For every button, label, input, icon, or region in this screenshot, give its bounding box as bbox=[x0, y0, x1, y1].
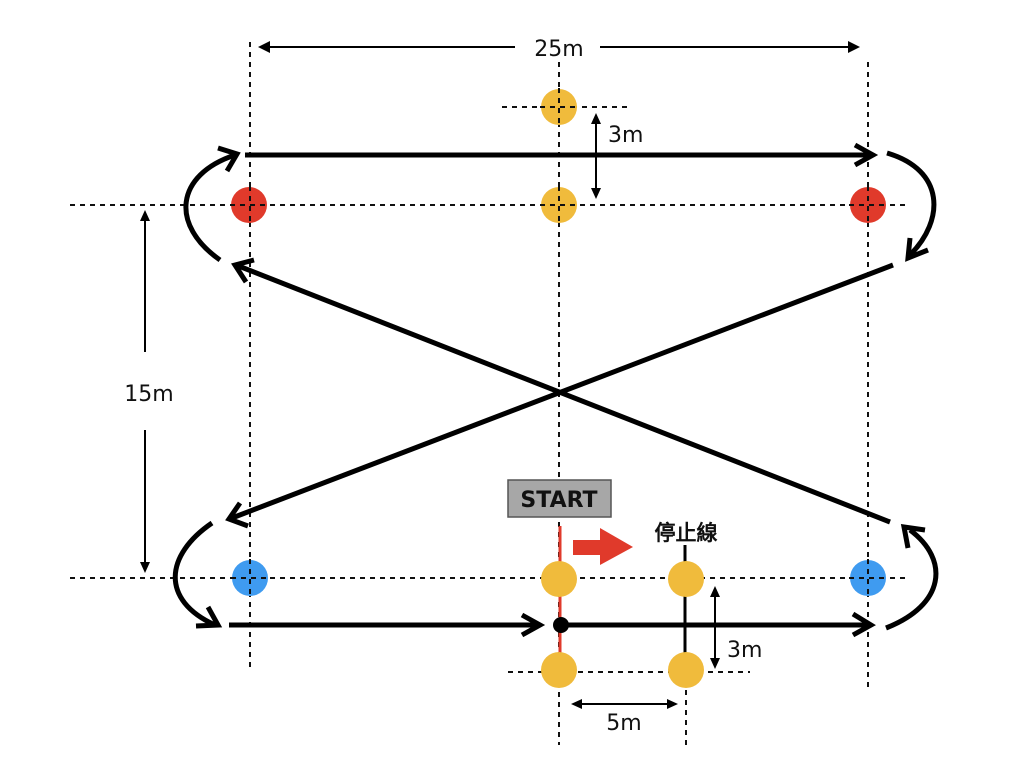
red-cone-top-left bbox=[231, 187, 267, 223]
path-bottom-left-curve bbox=[172, 520, 217, 628]
path-bottom-left-segment-arrow-icon bbox=[520, 612, 546, 638]
direction-arrow-shaft bbox=[573, 540, 603, 555]
dimension-bottom-3m-label: 3m bbox=[727, 638, 762, 663]
start-label-box: START bbox=[507, 479, 612, 518]
yellow-cone-stop-lower bbox=[668, 652, 704, 688]
dimension-25m-label: 25m bbox=[534, 37, 583, 62]
path-top-left-turn bbox=[183, 145, 241, 263]
path-bottom-right-curve bbox=[885, 528, 939, 631]
yellow-cone-start-lower bbox=[541, 652, 577, 688]
yellow-cone-top-outer bbox=[541, 89, 577, 125]
yellow-cone-start-upper bbox=[541, 561, 577, 597]
dimension-5m-right-arrow-icon bbox=[667, 699, 678, 709]
dimension-25m-right-arrow-icon bbox=[848, 41, 860, 53]
path-bottom-right-segment-arrow-icon bbox=[851, 611, 876, 638]
dimension-top-3m-down-arrow-icon bbox=[591, 188, 601, 199]
dimension-15m-up-arrow-icon bbox=[140, 210, 150, 221]
path-diagonal-arrow-2-icon bbox=[231, 257, 255, 284]
path-top-left-arrow-icon bbox=[217, 145, 241, 173]
path-diagonal-line-2 bbox=[235, 262, 891, 525]
red-cone-top-right bbox=[850, 187, 886, 223]
dimension-15m: 15m bbox=[124, 210, 174, 573]
dimension-15m-down-arrow-icon bbox=[140, 562, 150, 573]
path-top-straight bbox=[245, 142, 879, 168]
blue-cone-bottom-left bbox=[232, 560, 268, 596]
path-bottom-left-turn bbox=[172, 520, 223, 629]
dimension-15m-label: 15m bbox=[124, 382, 173, 407]
dimension-5m-label: 5m bbox=[606, 711, 641, 736]
yellow-cone-stop-upper bbox=[668, 561, 704, 597]
yellow-cone-top-inner bbox=[541, 187, 577, 223]
path-bottom-left-arrow-icon bbox=[195, 605, 223, 629]
dimension-bottom-3m-down-arrow-icon bbox=[710, 658, 720, 669]
path-diagonal-arrow-1-icon bbox=[225, 501, 249, 529]
direction-arrow-icon bbox=[573, 528, 633, 565]
start-box bbox=[507, 479, 612, 518]
stop-line-label: 停止線 bbox=[655, 521, 718, 545]
path-bottom-straight bbox=[229, 611, 876, 638]
dimension-25m-left-arrow-icon bbox=[258, 41, 270, 53]
dimension-bottom-3m-up-arrow-icon bbox=[710, 586, 720, 597]
path-top-right-curve bbox=[886, 150, 937, 257]
dimension-5m-left-arrow-icon bbox=[571, 699, 582, 709]
start-label: START bbox=[520, 488, 597, 513]
path-top-left-curve bbox=[183, 152, 236, 263]
dimension-5m: 5m bbox=[571, 699, 678, 736]
dimension-top-3m: 3m bbox=[591, 113, 643, 199]
path-diagonal-ascending bbox=[231, 257, 891, 525]
dimension-top-3m-up-arrow-icon bbox=[591, 113, 601, 124]
dimension-25m: 25m bbox=[258, 37, 860, 62]
direction-arrow-head bbox=[600, 528, 633, 565]
path-bottom-right-turn bbox=[885, 524, 939, 631]
dimension-bottom-3m: 3m bbox=[710, 586, 762, 669]
cones bbox=[231, 89, 886, 688]
path-top-right-arrow-icon bbox=[905, 237, 929, 262]
path-bottom-right-arrow-icon bbox=[900, 524, 926, 549]
cone-crosshairs bbox=[230, 88, 887, 597]
blue-cone-bottom-right bbox=[850, 560, 886, 596]
path-top-arrow-icon bbox=[853, 142, 879, 168]
guide-lines bbox=[70, 42, 905, 745]
path-top-right-turn bbox=[886, 150, 937, 262]
start-point-marker bbox=[553, 617, 569, 633]
dimension-top-3m-label: 3m bbox=[608, 123, 643, 148]
